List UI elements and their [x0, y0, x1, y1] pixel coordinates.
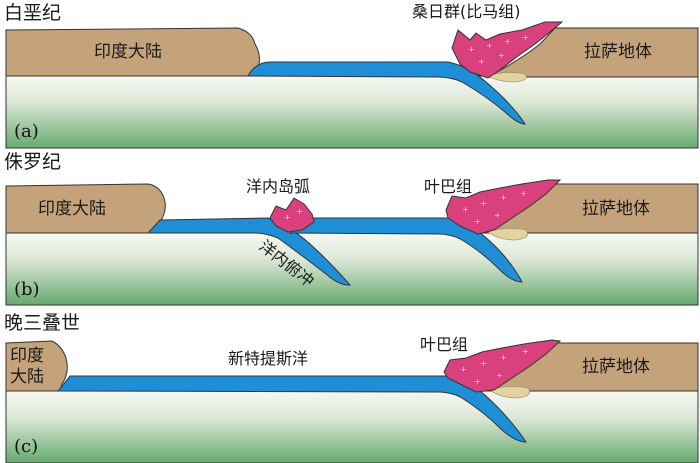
svg-text:+: +	[468, 45, 475, 54]
panel-c-magma-arc	[443, 339, 562, 393]
panel-b-magma-arc	[445, 179, 562, 235]
svg-text:+: +	[296, 207, 303, 216]
panel-a-magma-arc	[451, 21, 564, 79]
panel-a-magma-symbols: +++ +++	[468, 33, 529, 66]
panel-b-magma-symbols: + + + + + + + +	[284, 189, 527, 226]
panel-c-magma-symbols: + + + + + +	[460, 347, 529, 386]
svg-text:+: +	[474, 217, 481, 226]
svg-text:+: +	[474, 377, 481, 386]
svg-text:+: +	[500, 193, 507, 202]
svg-text:+: +	[462, 205, 469, 214]
svg-text:+: +	[480, 359, 487, 368]
panel-c: 晚三叠世 + + + + + + 印度 大陆 拉萨地体 叶巴组 新特提斯洋 (c)	[4, 312, 699, 463]
panel-a-mantle	[5, 75, 699, 149]
panel-c-ocean-label: 新特提斯洋	[228, 349, 308, 368]
svg-text:+: +	[522, 33, 529, 42]
panel-c-arc-label: 叶巴组	[420, 335, 468, 354]
panel-c-sediment	[489, 386, 530, 399]
panel-b-arc-label: 叶巴组	[424, 177, 472, 196]
svg-text:+: +	[480, 199, 487, 208]
panel-c-left-block-label-line1: 印度	[10, 346, 44, 366]
panel-b-island-arc	[269, 197, 315, 233]
panel-b-title: 侏罗纪	[4, 151, 61, 173]
panel-a-left-block-label: 印度大陆	[94, 42, 162, 62]
panel-b-right-block-label: 拉萨地体	[582, 199, 650, 219]
panel-b-ocean-plate-west	[146, 217, 352, 286]
svg-text:+: +	[478, 57, 485, 66]
panel-b-mantle	[5, 232, 699, 306]
panel-b-tag: (b)	[14, 279, 40, 300]
panel-b: 侏罗纪 +++ +++ ++ 印度大陆 拉萨地体 叶巴组 洋内岛弧 洋内俯冲 (…	[4, 151, 699, 306]
svg-text:+: +	[522, 347, 529, 356]
panel-c-right-block-label: 拉萨地体	[582, 357, 650, 377]
svg-text:+: +	[520, 189, 527, 198]
panel-b-sediment	[487, 228, 528, 241]
panel-b-island-arc-label: 洋内岛弧	[246, 177, 310, 196]
panel-c-india-continent	[5, 340, 68, 392]
panel-a-arc-label: 桑日群(比马组)	[412, 2, 521, 21]
panel-c-mantle	[5, 390, 699, 463]
panel-a-ocean-plate	[247, 61, 526, 125]
panel-a-right-block-label: 拉萨地体	[584, 42, 652, 62]
panel-a-tag: (a)	[14, 121, 39, 142]
svg-text:+: +	[500, 353, 507, 362]
panel-a: 白垩纪 +++ +++ 印度大陆 拉萨地体 桑日群(比马组) (a)	[4, 2, 699, 149]
panel-a-lhasa-block	[487, 27, 699, 78]
svg-text:+: +	[498, 51, 505, 60]
svg-text:+: +	[504, 37, 511, 46]
panel-a-sediment	[487, 72, 527, 83]
svg-text:+: +	[460, 365, 467, 374]
svg-text:+: +	[496, 371, 503, 380]
svg-text:+: +	[284, 213, 291, 222]
panel-c-left-block-label-line2: 大陆	[10, 367, 44, 387]
panel-c-tag: (c)	[14, 436, 38, 457]
svg-text:+: +	[486, 41, 493, 50]
svg-text:+: +	[494, 211, 501, 220]
panel-a-title: 白垩纪	[4, 2, 61, 24]
panel-c-title: 晚三叠世	[4, 312, 80, 334]
panel-b-left-block-label: 印度大陆	[38, 199, 106, 219]
